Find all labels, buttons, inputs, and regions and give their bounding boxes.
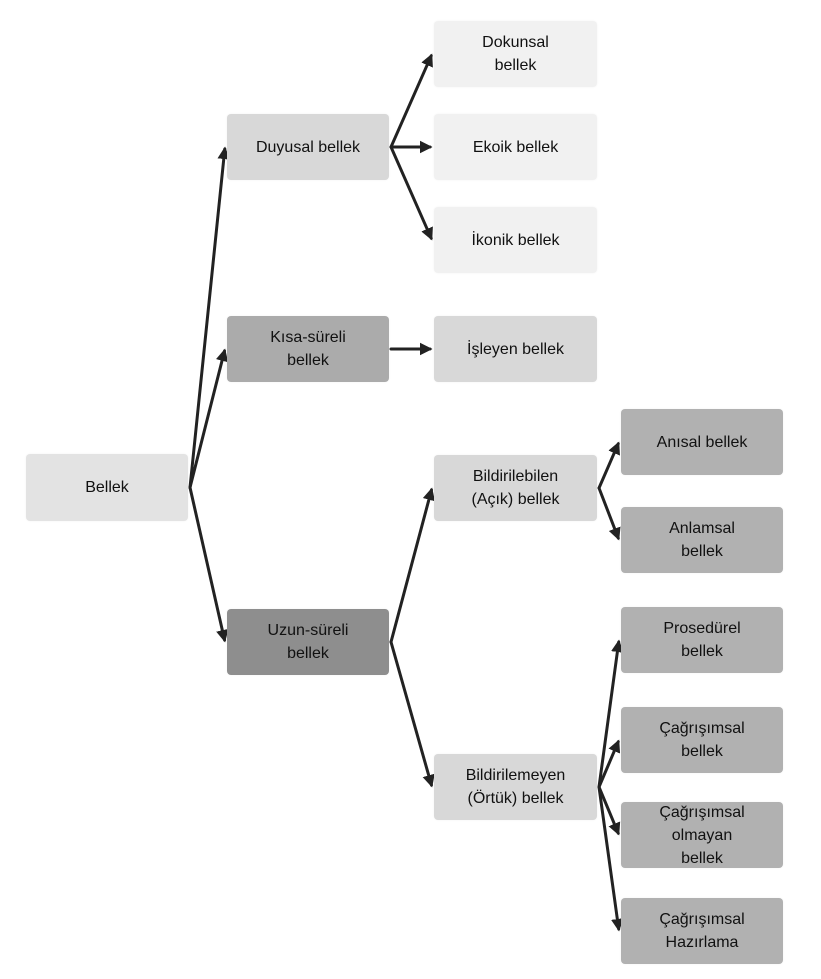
arrow-bildirilebilen-to-anisal — [597, 441, 620, 490]
node-uzun-sureli-bellek: Uzun-süreli bellek — [227, 609, 389, 675]
arrow-uzun-to-bildirilemeyen — [389, 640, 435, 788]
node-cagrisimsal-hazirlama: Çağrışımsal Hazırlama — [621, 898, 783, 964]
node-bildirilemeyen-bellek: Bildirilemeyen (Örtük) bellek — [434, 754, 597, 820]
arrow-bildirilebilen-to-anlamsal — [597, 486, 621, 541]
node-bildirilebilen-bellek: Bildirilebilen (Açık) bellek — [434, 455, 597, 521]
node-cagrisimsal-bellek: Çağrışımsal bellek — [621, 707, 783, 773]
node-ekoik-bellek: Ekoik bellek — [434, 114, 597, 180]
node-prosedurel-bellek: Prosedürel bellek — [621, 607, 783, 673]
node-isleyen-bellek: İşleyen bellek — [434, 316, 597, 382]
node-bellek: Bellek — [26, 454, 188, 521]
node-kisa-sureli-bellek: Kısa-süreli bellek — [227, 316, 389, 382]
node-cagrisimsal-olmayan-bellek: Çağrışımsal olmayan bellek — [621, 802, 783, 868]
node-anisal-bellek: Anısal bellek — [621, 409, 783, 475]
arrow-bellek-to-kisa — [188, 348, 229, 489]
arrow-bellek-to-uzun — [188, 486, 229, 643]
arrow-duyusal-to-ikonik — [389, 145, 433, 241]
node-anlamsal-bellek: Anlamsal bellek — [621, 507, 783, 573]
arrow-bildirilemeyen-to-cagrisimsal_olmayan — [597, 785, 621, 836]
node-dokunsal-bellek: Dokunsal bellek — [434, 21, 597, 87]
arrow-bellek-to-duyusal — [188, 146, 231, 489]
node-ikonik-bellek: İkonik bellek — [434, 207, 597, 273]
arrow-bildirilemeyen-to-cagrisimsal_hazirlama — [597, 785, 624, 932]
arrow-duyusal-to-dokunsal — [389, 53, 433, 149]
arrow-uzun-to-bildirilebilen — [389, 487, 435, 644]
arrow-bildirilemeyen-to-prosedurel — [597, 639, 624, 789]
arrow-bildirilemeyen-to-cagrisimsal — [597, 739, 621, 789]
node-duyusal-bellek: Duyusal bellek — [227, 114, 389, 180]
